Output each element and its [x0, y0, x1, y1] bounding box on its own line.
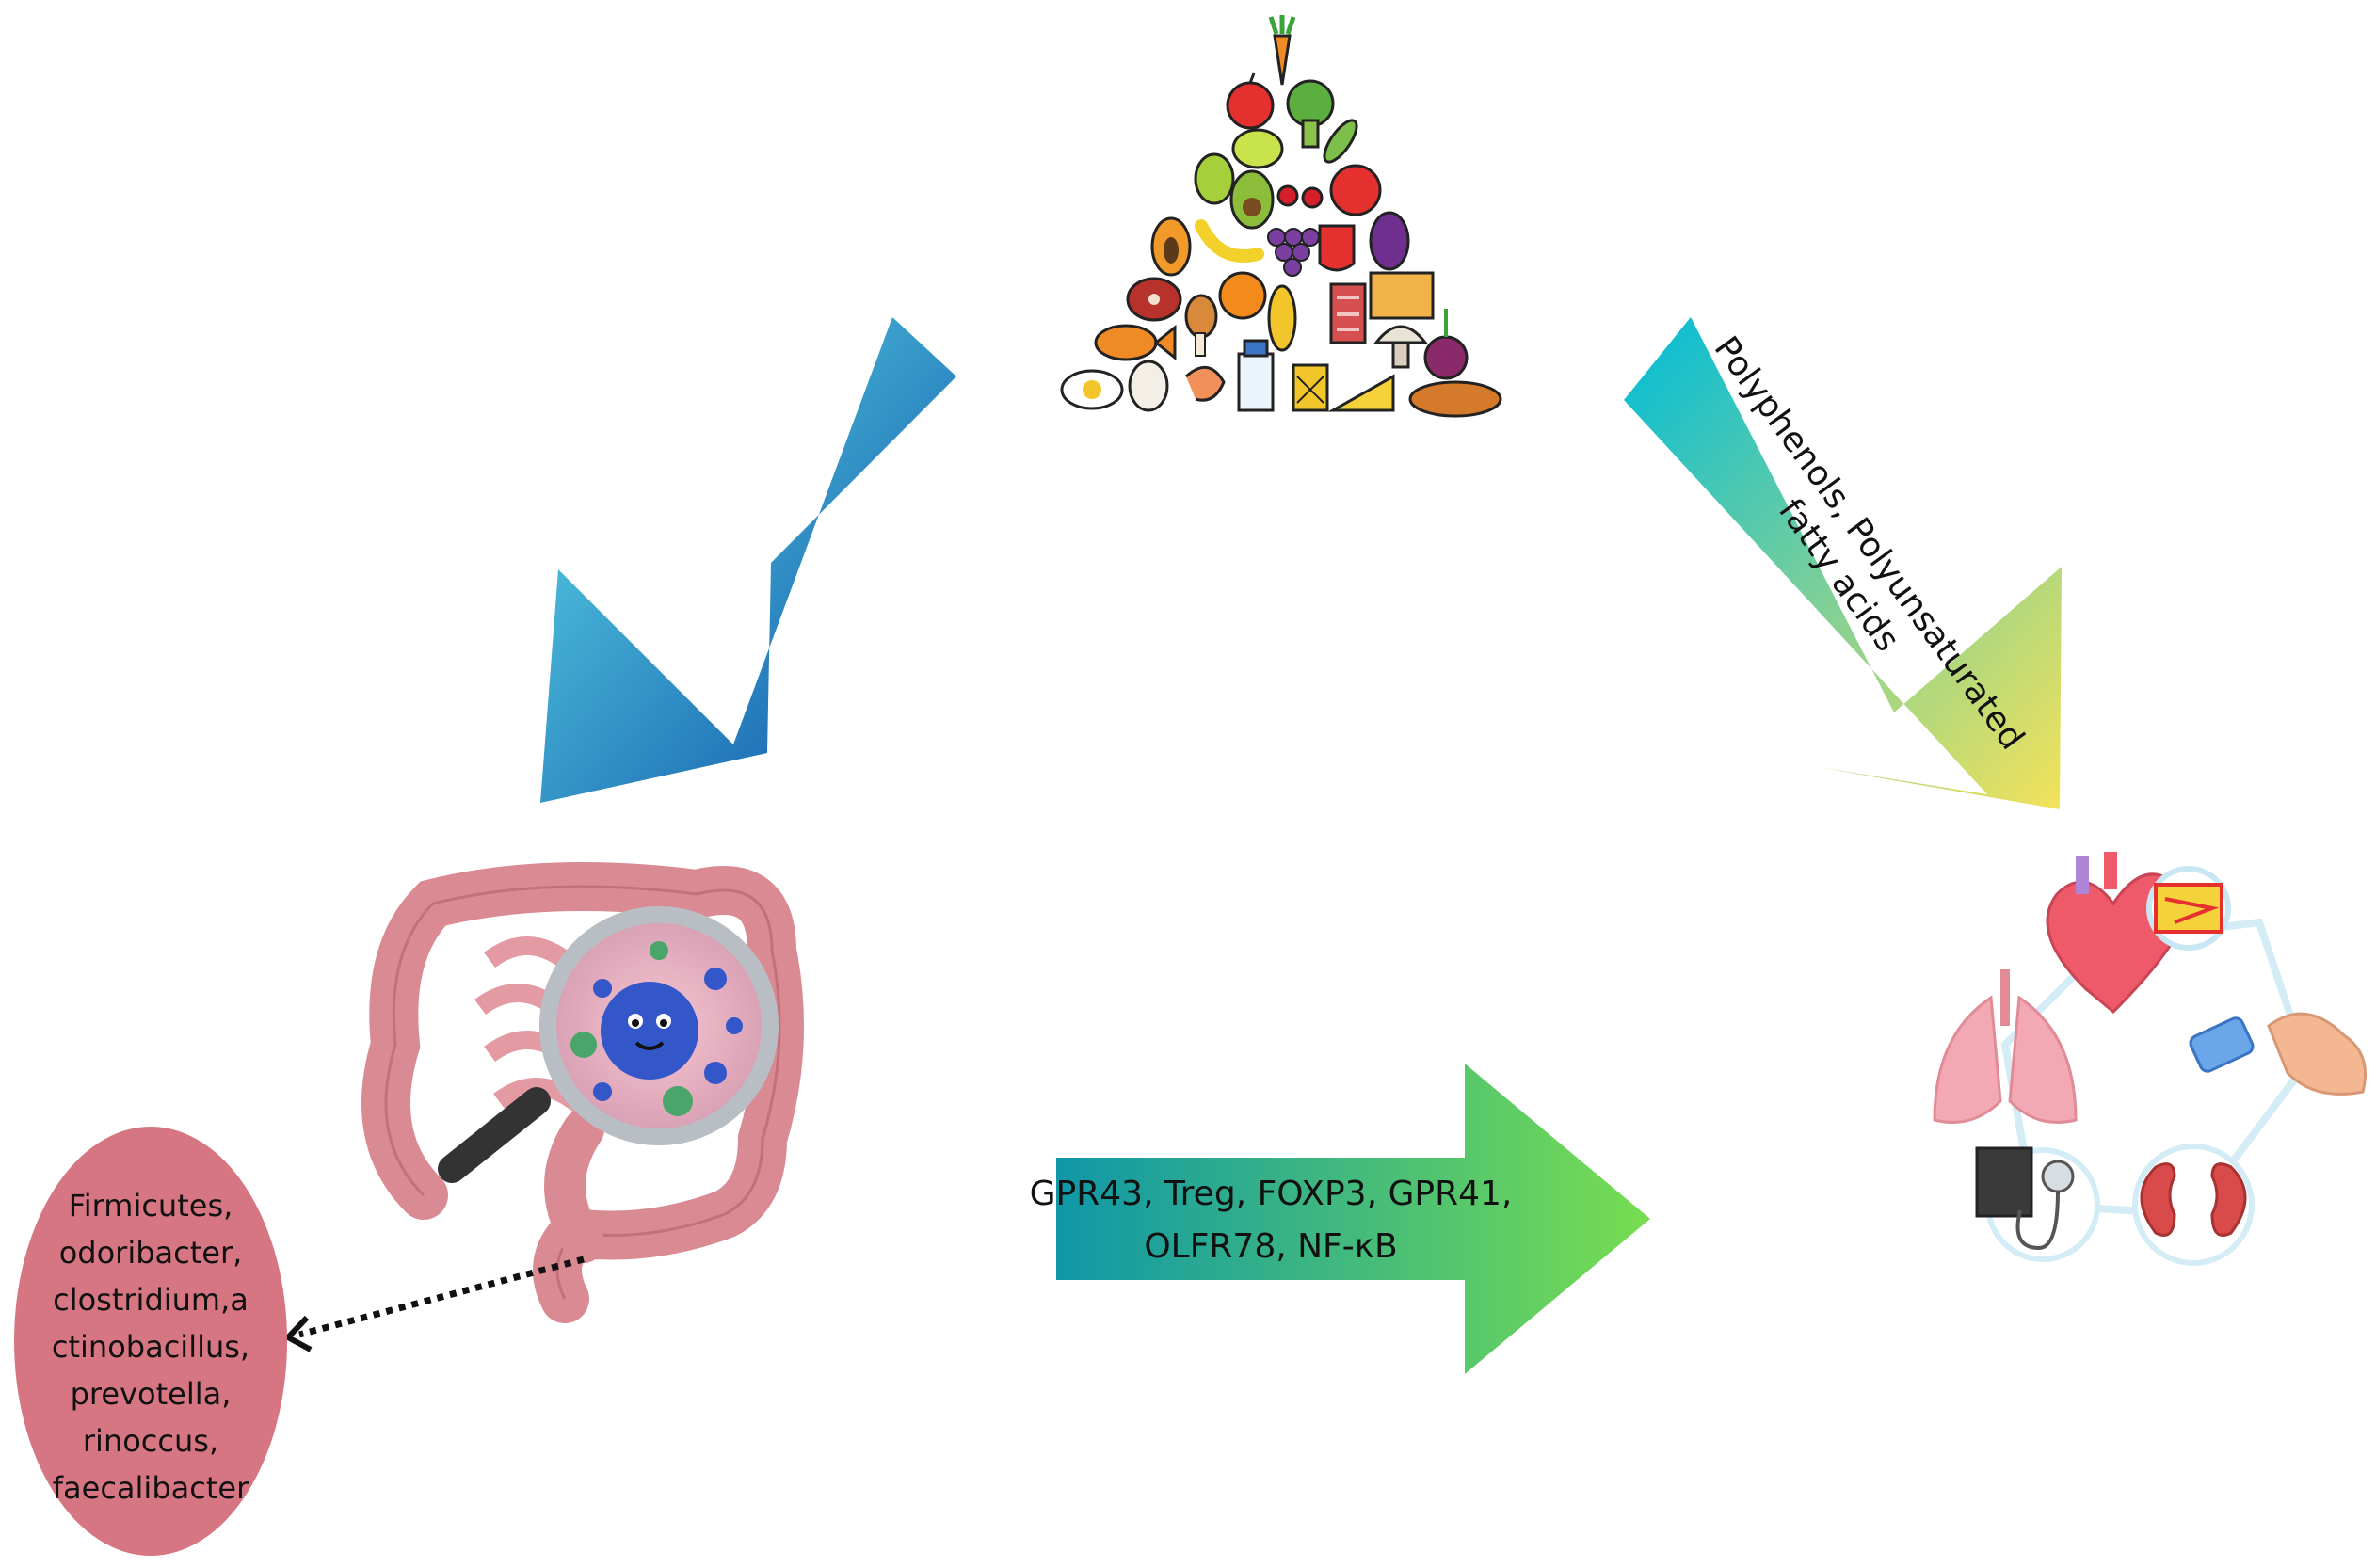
receptors-label-line2: OLFR78, NF-κB [1144, 1227, 1397, 1266]
bacteria-item: rinoccus, [83, 1423, 218, 1459]
food-pyramid-icon [1060, 15, 1502, 418]
bacteria-item: clostridium,a [53, 1282, 249, 1318]
blood-pressure-monitor-icon [1975, 1146, 2100, 1262]
bacteria-ellipse [14, 1127, 287, 1556]
magnifier-microbe-icon [438, 906, 779, 1183]
kidneys-icon [2132, 1144, 2255, 1266]
polyphenols-label-line1: Polyphenols, Polyunsaturated [1707, 329, 2031, 757]
bacteria-item: odoribacter, [59, 1235, 243, 1271]
diet-to-gut-arrow [540, 317, 956, 803]
organs-cluster [1933, 852, 2367, 1266]
dotted-connector [298, 1256, 585, 1338]
artery-plaque-icon [2146, 866, 2231, 951]
bacteria-list: Firmicutes, odoribacter, clostridium,a c… [52, 1188, 249, 1506]
diet-to-health-arrow [1624, 317, 2062, 809]
bacteria-item: ctinobacillus, [52, 1329, 249, 1365]
dotted-connector-arrowhead [283, 1315, 313, 1352]
lungs-icon [1933, 969, 2078, 1124]
glucose-meter-icon [2189, 1012, 2367, 1096]
bacteria-item: prevotella, [71, 1376, 232, 1412]
bacteria-item: faecalibacter [53, 1470, 249, 1506]
receptors-label-line1: GPR43, Treg, FOXP3, GPR41, [1030, 1175, 1513, 1213]
bacteria-item: Firmicutes, [69, 1188, 233, 1224]
gut-to-health-arrow [1056, 1064, 1650, 1374]
